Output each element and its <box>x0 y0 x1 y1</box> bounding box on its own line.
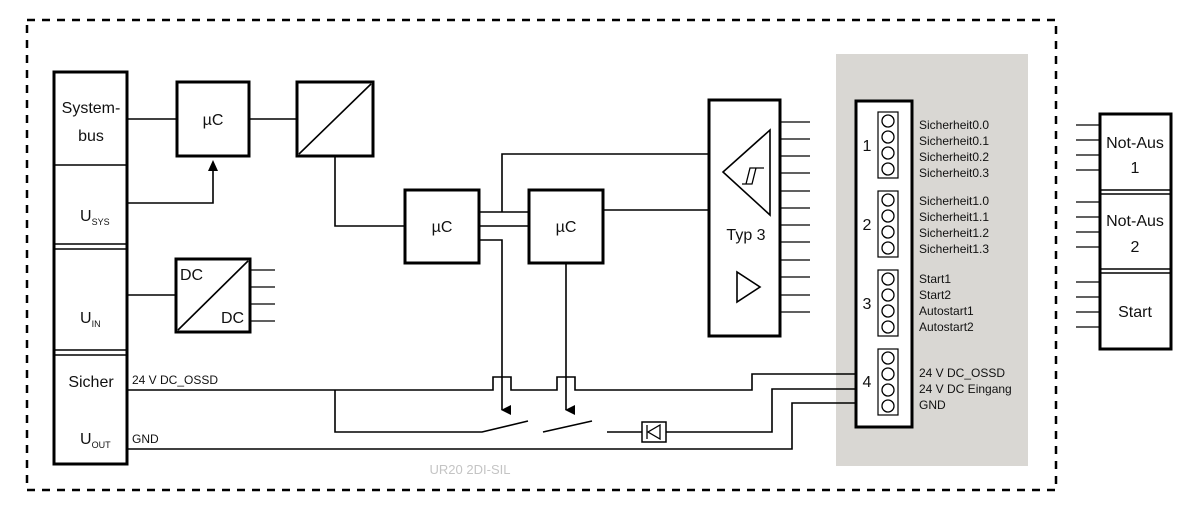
gnd-line <box>127 402 856 450</box>
svg-text:1: 1 <box>863 138 872 155</box>
usys-arrow-head <box>208 160 218 171</box>
terminal-group-4: 4 <box>863 348 899 416</box>
systembus-label: System- <box>62 100 121 117</box>
not-aus-2-number: 2 <box>1131 239 1140 256</box>
svg-text:Sicherheit0.2: Sicherheit0.2 <box>919 150 989 164</box>
hysteresis-icon <box>742 167 764 185</box>
not-aus-1-number: 1 <box>1131 160 1140 177</box>
microcontroller-1 <box>175 80 251 158</box>
diode-symbol <box>646 423 661 441</box>
dc-dc-bottom-label: DC <box>221 310 244 327</box>
svg-text:Sicherheit1.0: Sicherheit1.0 <box>919 194 989 208</box>
switch-circuit <box>334 388 856 433</box>
uin-label: UIN <box>80 310 101 329</box>
svg-text:Sicherheit1.2: Sicherheit1.2 <box>919 226 989 240</box>
svg-text:Sicherheit0.0: Sicherheit0.0 <box>919 118 989 132</box>
terminal-group-3: 3 <box>863 269 899 337</box>
dc-dc-top-label: DC <box>180 267 203 284</box>
svg-text:Sicherheit1.1: Sicherheit1.1 <box>919 210 989 224</box>
start-label: Start <box>1118 304 1152 321</box>
diode <box>641 421 667 443</box>
svg-text:Autostart2: Autostart2 <box>919 320 974 334</box>
terminal-labels: Sicherheit0.0 Sicherheit0.1 Sicherheit0.… <box>919 118 1012 412</box>
module-outline <box>25 18 1058 492</box>
svg-text:Start2: Start2 <box>919 288 951 302</box>
svg-text:2: 2 <box>863 217 872 234</box>
terminal-group-1: 1 <box>863 111 899 179</box>
microcontroller-1-label: µC <box>203 112 224 129</box>
svg-text:Autostart1: Autostart1 <box>919 304 974 318</box>
svg-text:Start1: Start1 <box>919 272 951 286</box>
microcontroller-2-label: µC <box>432 219 453 236</box>
svg-text:Sicherheit1.3: Sicherheit1.3 <box>919 242 989 256</box>
not-aus-2-label: Not-Aus <box>1106 213 1164 230</box>
svg-text:24 V DC_OSSD: 24 V DC_OSSD <box>919 366 1005 380</box>
typ3-outputs <box>780 121 810 313</box>
typ3-label: Typ 3 <box>726 227 765 244</box>
module-name: UR20 2DI-SIL <box>430 462 511 477</box>
not-aus-1-label: Not-Aus <box>1106 135 1164 152</box>
uout-label: UOUT <box>80 431 111 450</box>
terminal-group-2: 2 <box>863 190 899 258</box>
svg-text:24 V DC Eingang: 24 V DC Eingang <box>919 382 1012 396</box>
left-block <box>52 70 129 466</box>
svg-text:3: 3 <box>863 296 872 313</box>
svg-text:4: 4 <box>863 374 872 391</box>
systembus-label-2: bus <box>78 128 104 145</box>
external-device-pins <box>1076 124 1100 328</box>
sicher-label: Sicher <box>68 374 114 391</box>
svg-text:Sicherheit0.1: Sicherheit0.1 <box>919 134 989 148</box>
ossd-line <box>127 373 856 391</box>
usys-label: USYS <box>80 208 110 227</box>
svg-text:GND: GND <box>919 398 946 412</box>
svg-text:Sicherheit0.3: Sicherheit0.3 <box>919 166 989 180</box>
microcontroller-3-label: µC <box>556 219 577 236</box>
ossd-line-label: 24 V DC_OSSD <box>132 373 218 387</box>
schmitt-trigger-symbol <box>721 128 771 217</box>
buffer-symbol <box>736 270 762 304</box>
gnd-line-label: GND <box>132 432 159 446</box>
external-device-block <box>1098 112 1173 351</box>
dc-dc-outputs <box>250 269 275 322</box>
